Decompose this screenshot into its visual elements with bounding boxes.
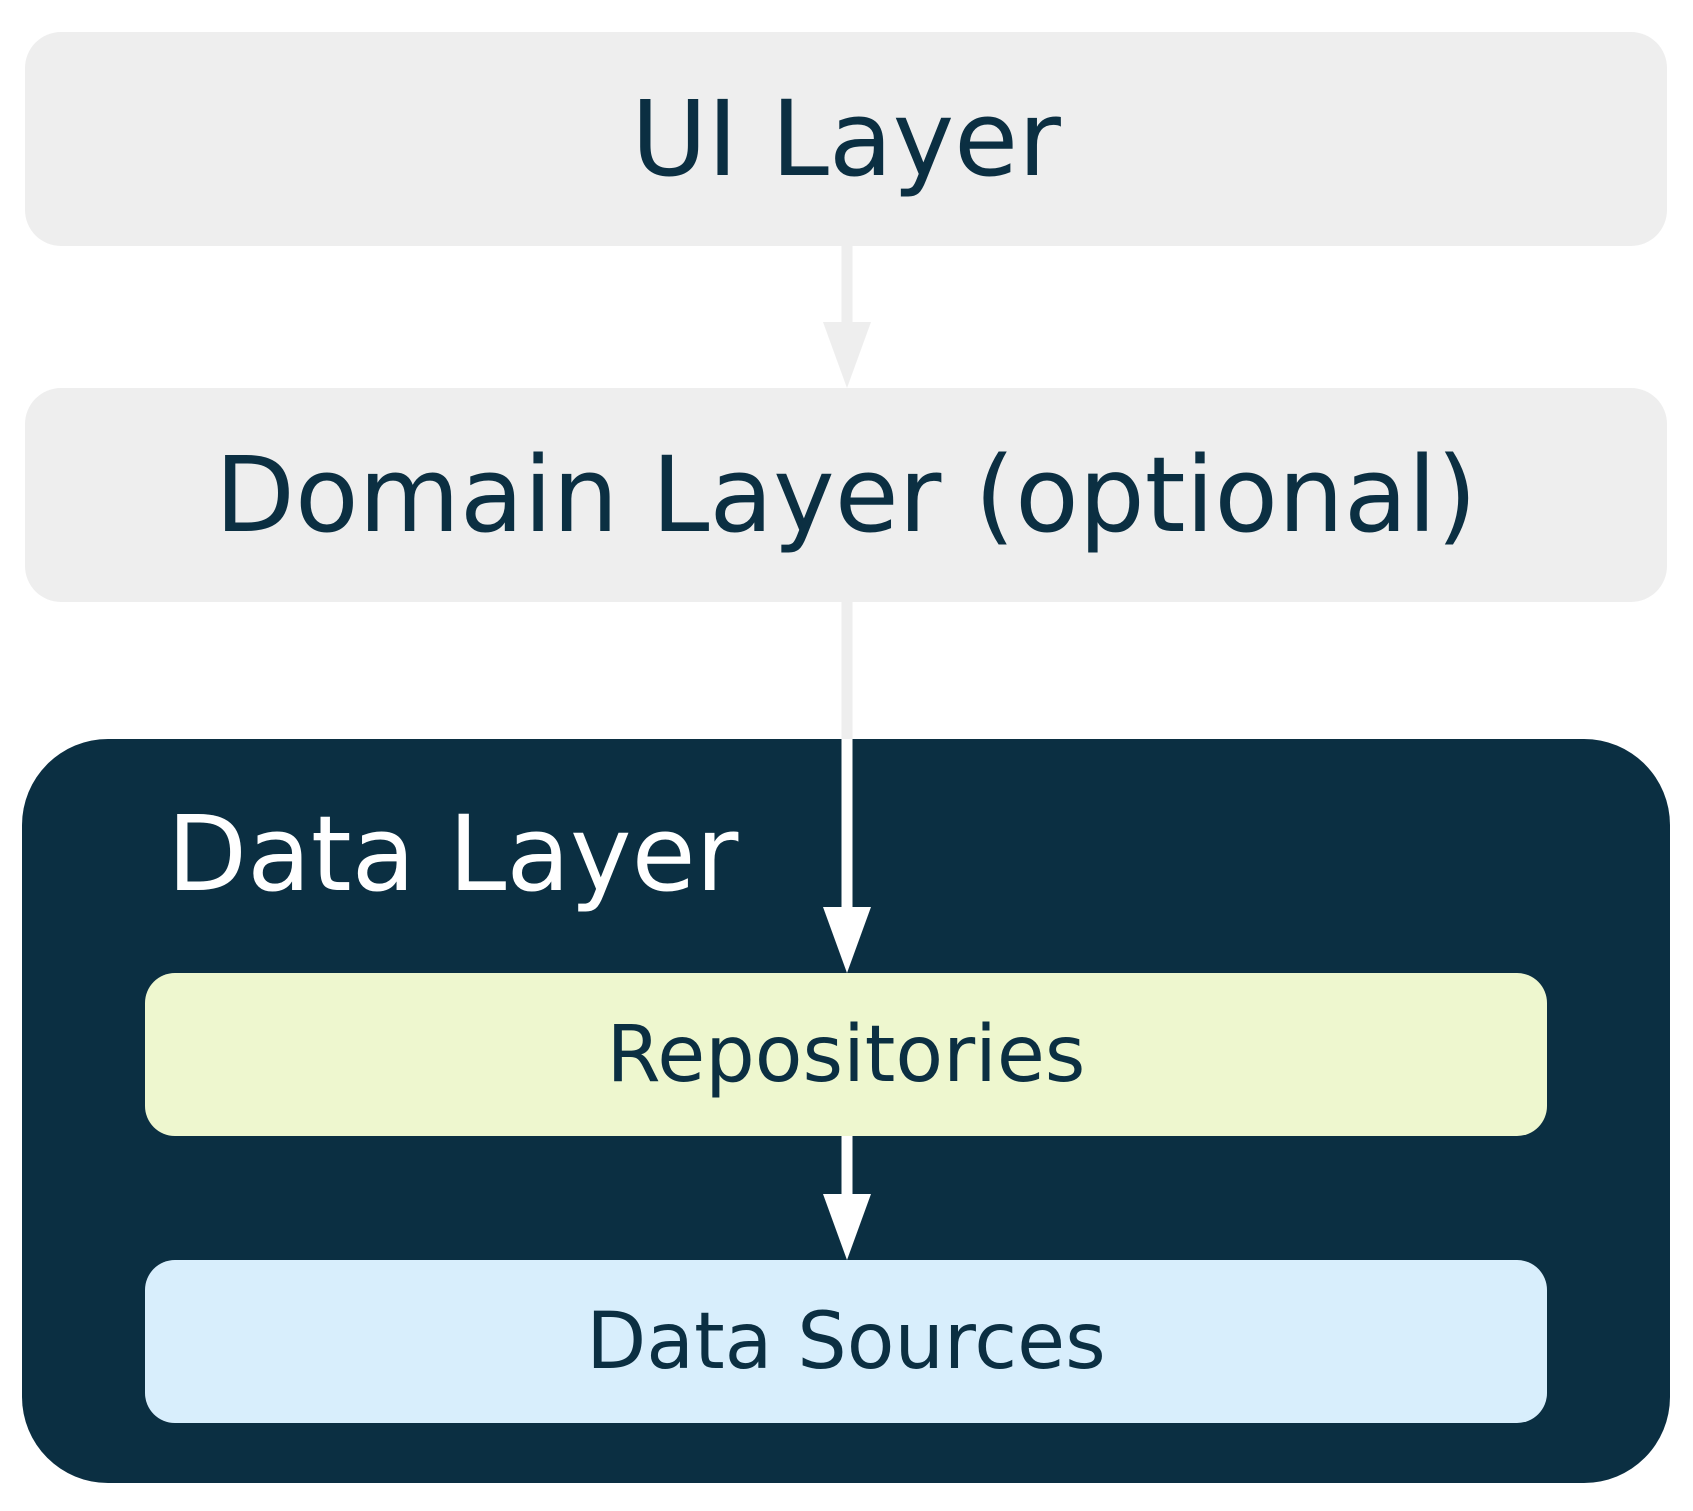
ui-layer-label: UI Layer: [631, 78, 1061, 200]
arrow-ui-to-domain: [823, 246, 871, 388]
ui-layer-box: UI Layer: [25, 32, 1667, 246]
data-sources-label: Data Sources: [586, 1296, 1106, 1387]
data-sources-box: Data Sources: [145, 1260, 1547, 1423]
data-layer-label: Data Layer: [167, 793, 739, 915]
domain-layer-label: Domain Layer (optional): [214, 434, 1478, 556]
domain-layer-box: Domain Layer (optional): [25, 388, 1667, 602]
repositories-label: Repositories: [606, 1009, 1086, 1100]
repositories-box: Repositories: [145, 973, 1547, 1136]
